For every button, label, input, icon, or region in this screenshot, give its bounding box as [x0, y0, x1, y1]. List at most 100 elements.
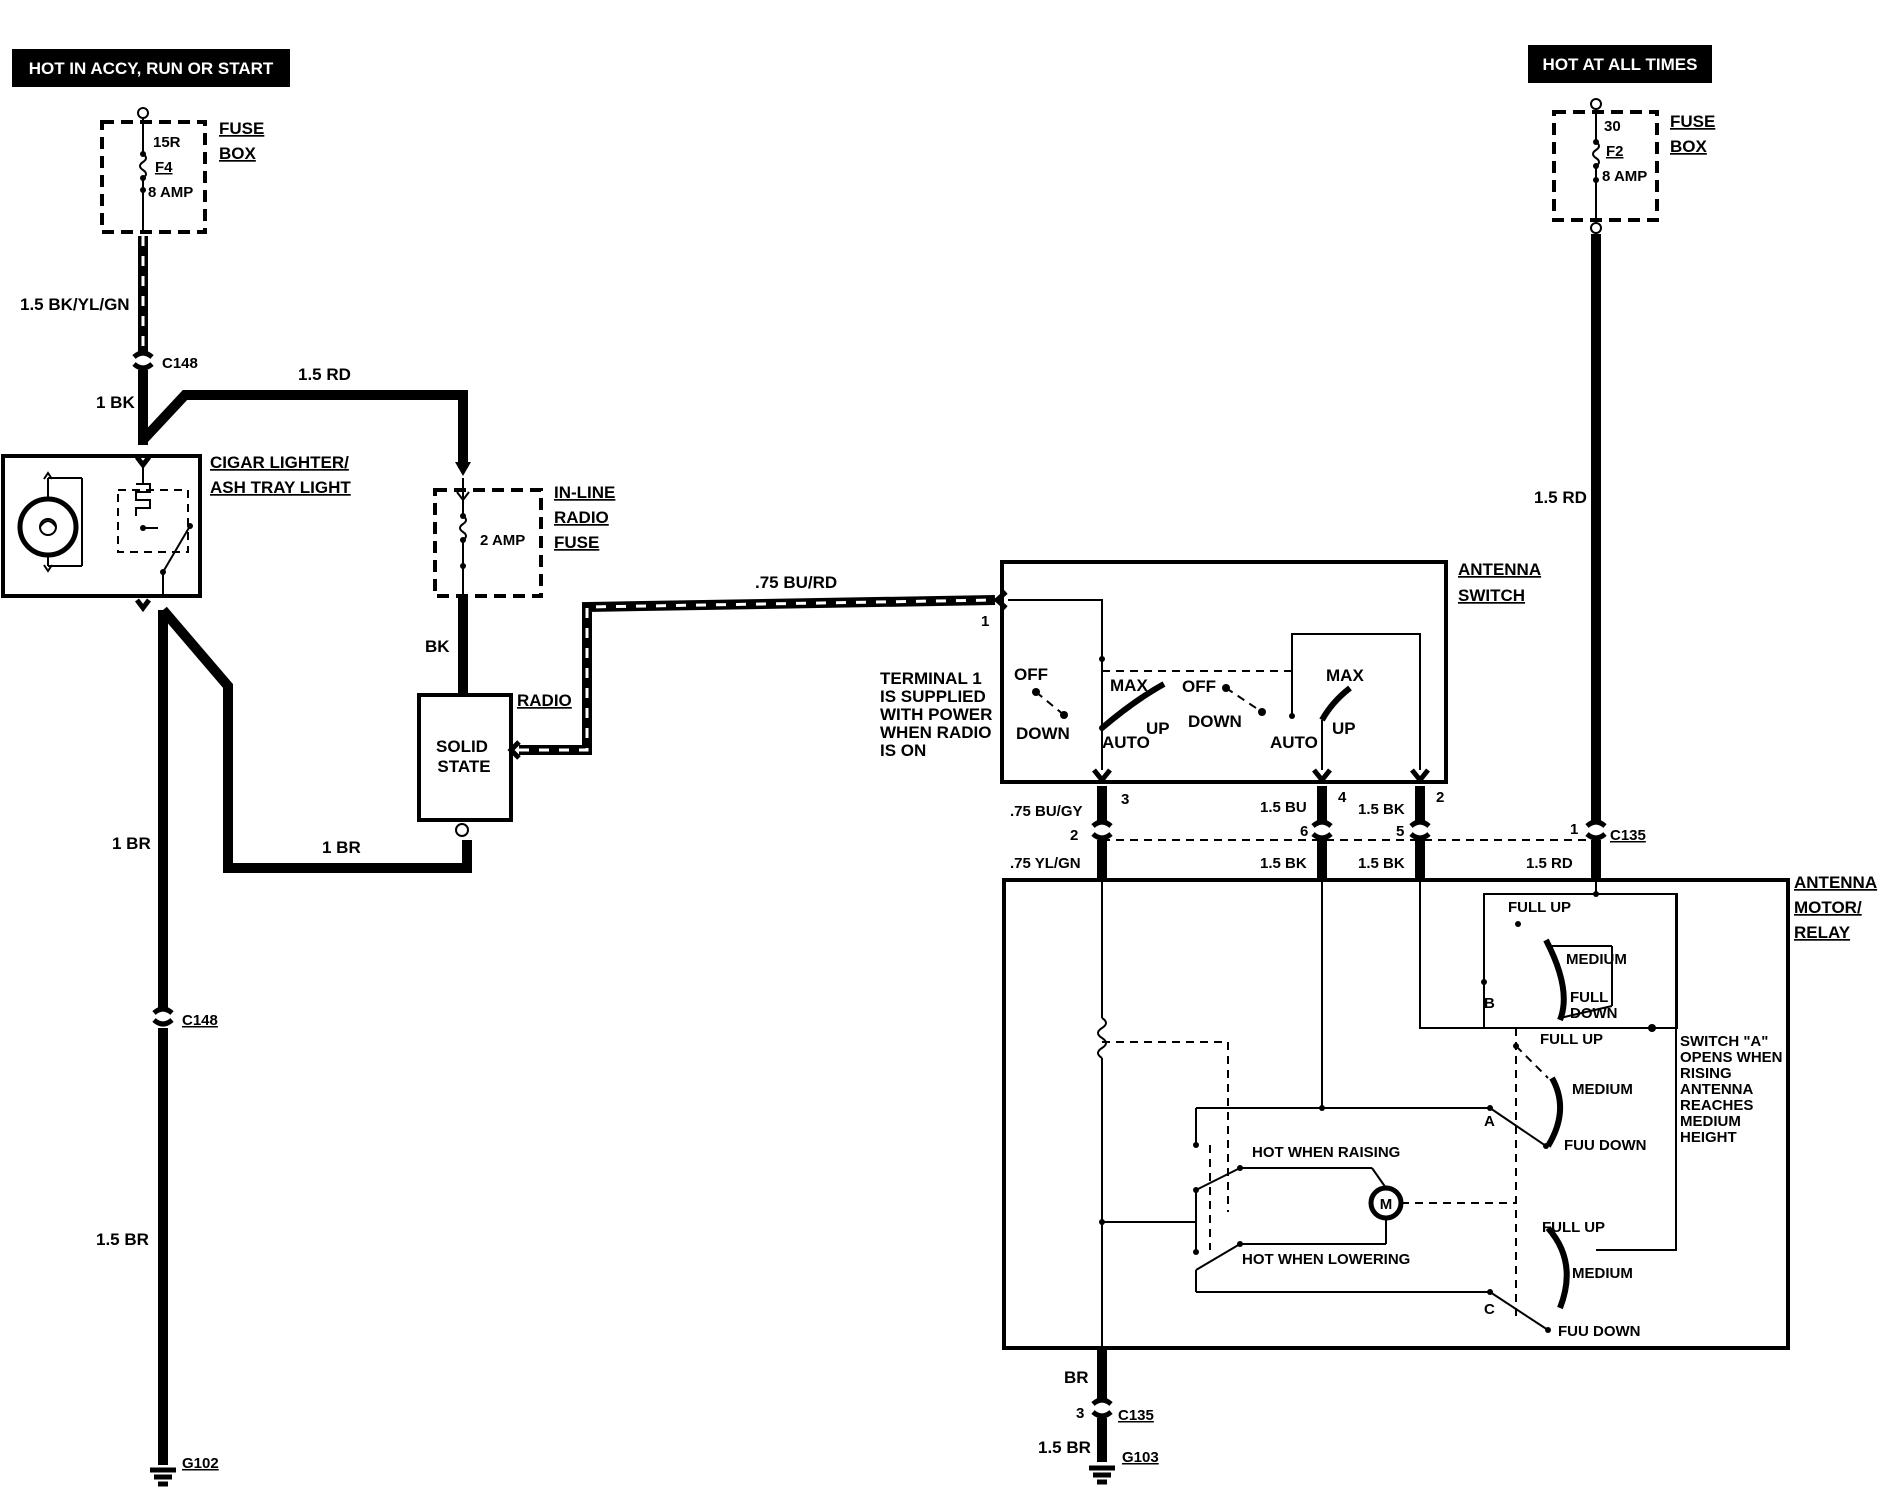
fuse-right-terminal: 30: [1604, 118, 1621, 135]
c-full-down: FUU DOWN: [1558, 1323, 1641, 1340]
radio-fuse-label-1: IN-LINE: [554, 483, 615, 502]
pin-6: 6: [1300, 823, 1308, 840]
terminal-note: TERMINAL 1 IS SUPPLIED WITH POWER WHEN R…: [880, 669, 992, 760]
wire-label-15bk-b: 1.5 BK: [1260, 855, 1307, 872]
ground-g103: G103: [1122, 1449, 1159, 1466]
wire-label-15rd-right: 1.5 RD: [1534, 488, 1587, 507]
fuse-box-left: 15R F4 8 AMP FUSE BOX: [100, 107, 264, 234]
cigar-lighter: CIGAR LIGHTER/ ASH TRAY LIGHT: [1, 453, 351, 613]
inline-radio-fuse: 2 AMP IN-LINE RADIO FUSE BK: [425, 478, 615, 695]
wire-label-15br-left: 1.5 BR: [96, 1230, 149, 1249]
cigar-label-2: ASH TRAY LIGHT: [210, 478, 351, 497]
fuse-left-terminal: 15R: [153, 134, 181, 151]
switch1-auto: AUTO: [1102, 733, 1150, 752]
power-tag-left-text: HOT IN ACCY, RUN OR START: [29, 59, 274, 78]
b-full-up: FULL UP: [1508, 899, 1571, 916]
fuse-right-id: F2: [1606, 143, 1624, 160]
wire-left-main: 1.5 BK/YL/GN C148 1 BK 1.5 RD: [20, 236, 471, 476]
switch1-down: DOWN: [1016, 724, 1070, 743]
connector-c148-top: C148: [162, 355, 198, 372]
terminal-note-4: WHEN RADIO: [880, 723, 991, 742]
switch2-max: MAX: [1326, 666, 1364, 685]
radio-solid-state: SOLID STATE RADIO: [417, 691, 572, 837]
fuse-left-label-1: FUSE: [219, 119, 264, 138]
switch-a-note-5: REACHES: [1680, 1097, 1753, 1114]
b-letter: B: [1484, 995, 1495, 1012]
power-tag-right-text: HOT AT ALL TIMES: [1543, 55, 1698, 74]
wire-label-15rd-c135: 1.5 RD: [1526, 855, 1573, 872]
wire-label-15br-bottom: 1.5 BR: [1038, 1438, 1091, 1457]
a-full-up: FULL UP: [1540, 1031, 1603, 1048]
fuse-left-rating: 8 AMP: [148, 184, 193, 201]
switch-a-note-6: MEDIUM: [1680, 1113, 1741, 1130]
switch-pin-1: 1: [981, 613, 989, 630]
pin-5: 5: [1396, 823, 1404, 840]
power-tag-left: HOT IN ACCY, RUN OR START: [12, 49, 290, 87]
antenna-switch-label-2: SWITCH: [1458, 586, 1525, 605]
a-letter: A: [1484, 1113, 1495, 1130]
pin-2-bottom: 2: [1070, 827, 1078, 844]
pin-2-top: 2: [1436, 789, 1444, 806]
wire-label-1br-bottom: 1 BR: [322, 838, 361, 857]
fuse-right-rating: 8 AMP: [1602, 168, 1647, 185]
wire-right-rd: 1.5 RD 1 C135 1.5 RD: [1526, 234, 1646, 880]
fuse-left-id: F4: [155, 159, 173, 176]
radio-fuse-label-3: FUSE: [554, 533, 599, 552]
b-full-down-1: FULL: [1570, 989, 1608, 1006]
motor-relay-label-2: MOTOR/: [1794, 898, 1862, 917]
wire-bottom-ground: BR 3 C135 1.5 BR G103: [1038, 1348, 1159, 1485]
switch2-up: UP: [1332, 719, 1356, 738]
ground-g102: G102: [182, 1455, 219, 1472]
b-full-down-2: DOWN: [1570, 1005, 1618, 1022]
switch-relay-wires: .75 BU/GY 1.5 BU 1.5 BK .75 YL/GN 1.5 BK…: [1010, 786, 1596, 880]
c-letter: C: [1484, 1301, 1495, 1318]
b-medium: MEDIUM: [1566, 951, 1627, 968]
motor-relay-label-1: ANTENNA: [1794, 873, 1877, 892]
cigar-label-1: CIGAR LIGHTER/: [210, 453, 349, 472]
wire-label-075-bu-gy: .75 BU/GY: [1010, 803, 1083, 820]
wire-label-15bk-a: 1.5 BK: [1358, 801, 1405, 818]
wire-left-ground: 1 BR 1 BR C148 1.5 BR G102: [96, 606, 472, 1487]
wire-label-15bk-c: 1.5 BK: [1358, 855, 1405, 872]
switch2-off: OFF: [1182, 677, 1216, 696]
a-full-down: FUU DOWN: [1564, 1137, 1647, 1154]
motor-symbol: M: [1380, 1196, 1393, 1213]
hot-when-lowering: HOT WHEN LOWERING: [1242, 1251, 1410, 1268]
wire-label-075-yl-gn: .75 YL/GN: [1010, 855, 1081, 872]
switch-a-note-2: OPENS WHEN: [1680, 1049, 1783, 1066]
wire-label-1bk: 1 BK: [96, 393, 135, 412]
pin-4: 4: [1338, 789, 1347, 806]
power-tag-right: HOT AT ALL TIMES: [1528, 45, 1712, 83]
radio-fuse-label-2: RADIO: [554, 508, 609, 527]
motor-relay-label-3: RELAY: [1794, 923, 1851, 942]
pin-3-bottom: 3: [1076, 1405, 1084, 1422]
terminal-note-2: IS SUPPLIED: [880, 687, 986, 706]
wire-label-15rd-top: 1.5 RD: [298, 365, 351, 384]
connector-c148-bottom: C148: [182, 1012, 218, 1029]
a-medium: MEDIUM: [1572, 1081, 1633, 1098]
wire-label-1br-left: 1 BR: [112, 834, 151, 853]
solid-state-label-1: SOLID: [436, 737, 488, 756]
solid-state-label-2: STATE: [437, 757, 490, 776]
switch-a-note-4: ANTENNA: [1680, 1081, 1753, 1098]
connector-c135-right: C135: [1610, 827, 1646, 844]
fuse-left-label-2: BOX: [219, 144, 257, 163]
antenna-switch-label-1: ANTENNA: [1458, 560, 1541, 579]
antenna-motor-relay: ANTENNA MOTOR/ RELAY M: [1002, 873, 1877, 1350]
switch1-off: OFF: [1014, 665, 1048, 684]
switch-a-note-1: SWITCH "A": [1680, 1033, 1768, 1050]
wire-bu-rd: .75 BU/RD 1: [519, 573, 1008, 755]
switch-a-note-7: HEIGHT: [1680, 1129, 1737, 1146]
pin-1-c135: 1: [1570, 821, 1578, 838]
connector-c135-bottom: C135: [1118, 1407, 1154, 1424]
terminal-note-3: WITH POWER: [880, 705, 992, 724]
radio-label: RADIO: [517, 691, 572, 710]
wire-label-br: BR: [1064, 1368, 1089, 1387]
wire-label-15bu: 1.5 BU: [1260, 799, 1307, 816]
antenna-switch: ANTENNA SWITCH OFF DOWN MAX AUTO UP OFF …: [1000, 560, 1541, 785]
fuse-box-right: 30 F2 8 AMP FUSE BOX: [1552, 98, 1715, 234]
switch2-down: DOWN: [1188, 712, 1242, 731]
terminal-note-1: TERMINAL 1: [880, 669, 982, 688]
fuse-right-label-1: FUSE: [1670, 112, 1715, 131]
wire-label-075-bu-rd: .75 BU/RD: [755, 573, 837, 592]
